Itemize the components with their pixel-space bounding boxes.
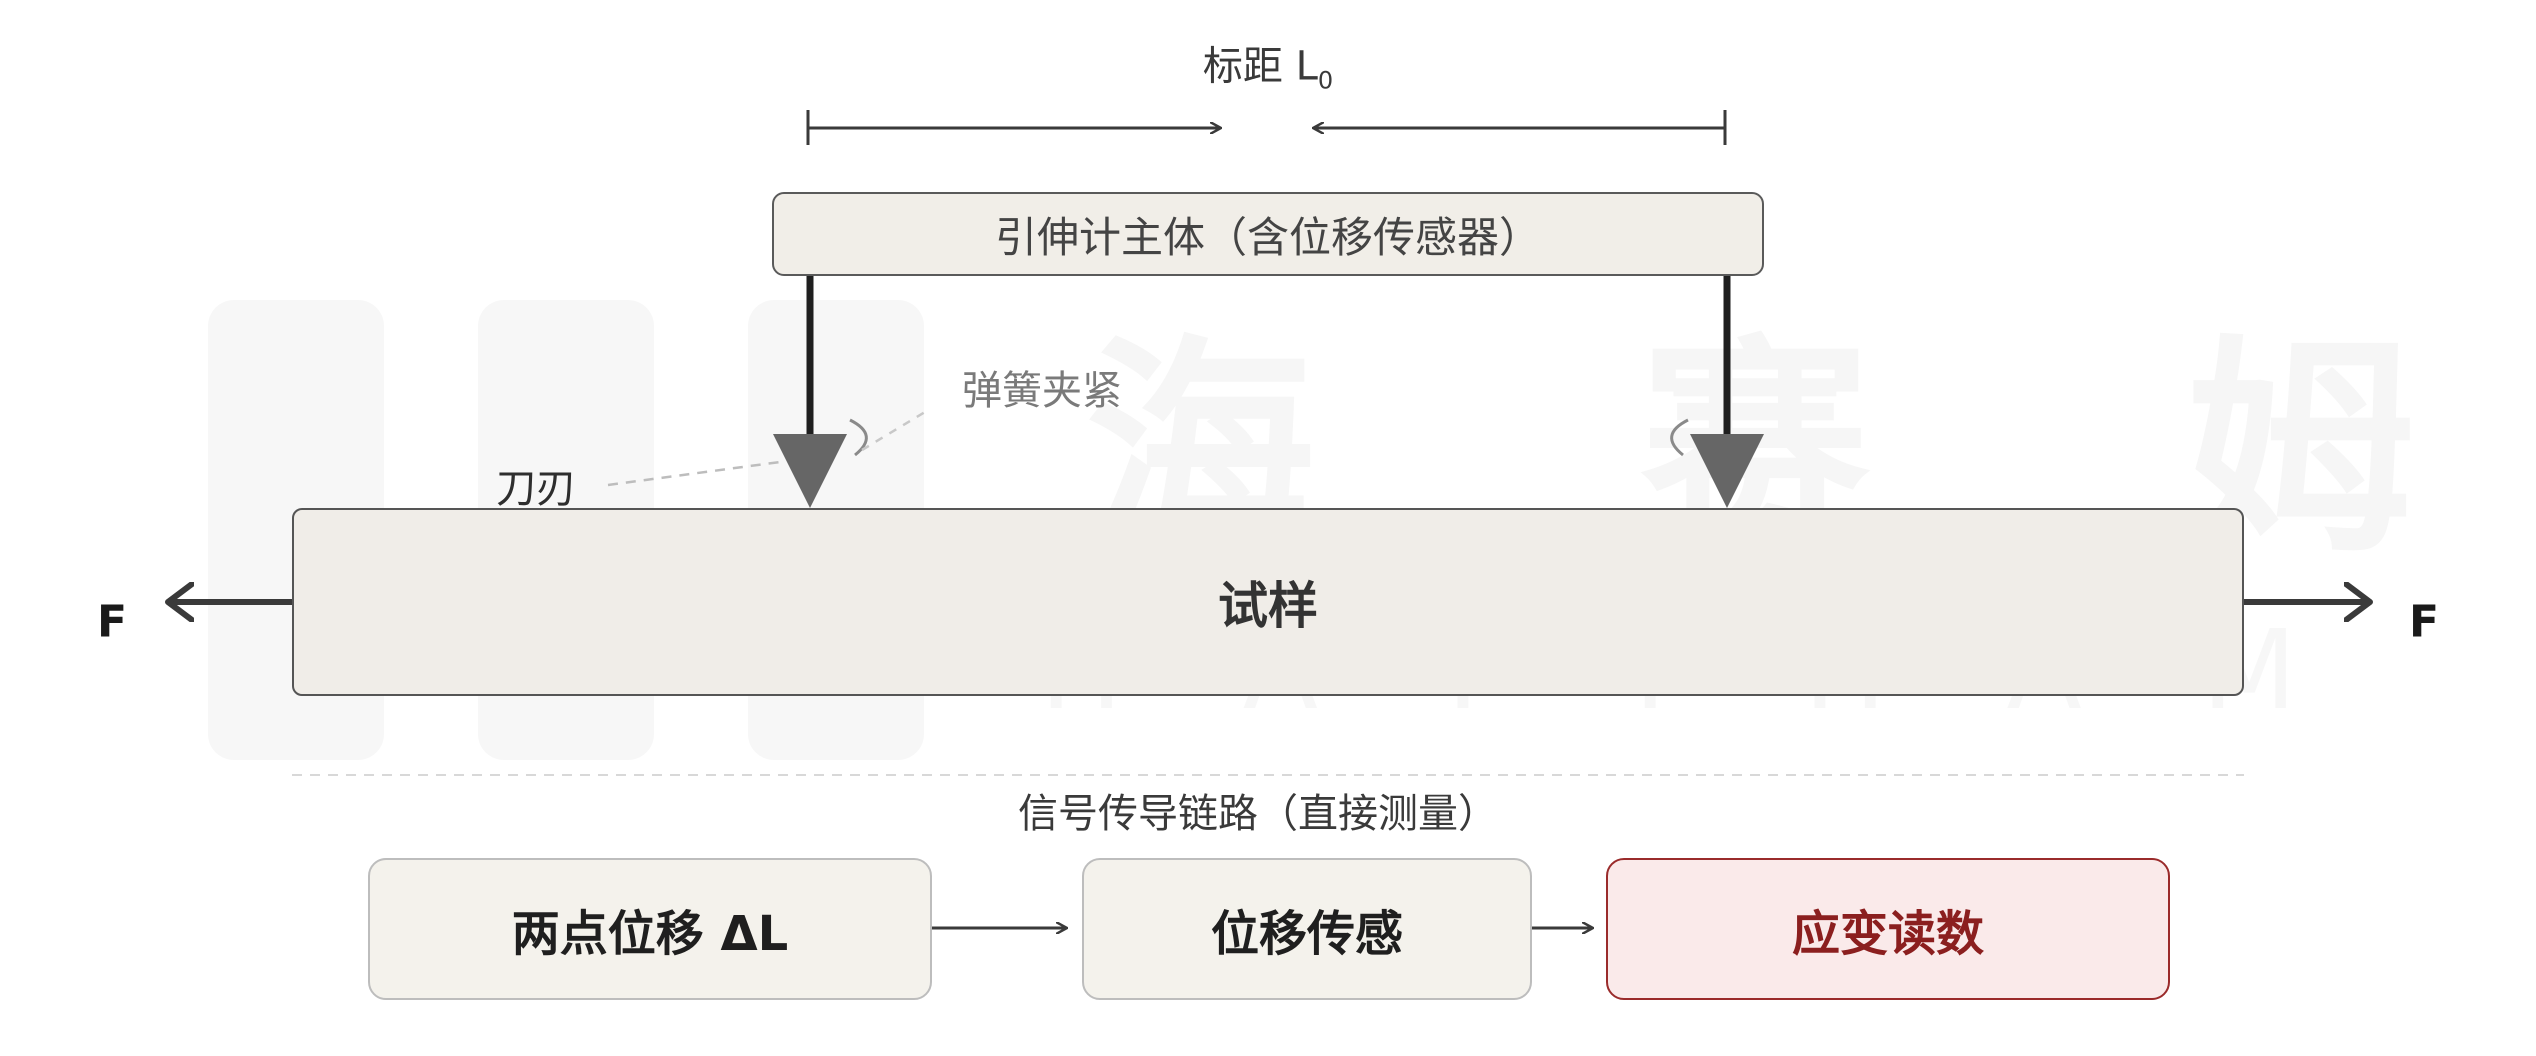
spring-leader	[861, 410, 926, 452]
chain-step-label: 位移传感	[1210, 906, 1403, 962]
force-label-left: F	[96, 596, 128, 648]
chain-step-label: 应变读数	[1791, 906, 1984, 962]
specimen: 试样	[292, 508, 2244, 696]
knife-leader	[607, 460, 781, 487]
specimen-label: 试样	[1218, 577, 1318, 635]
spring-clip-right	[1670, 418, 1689, 457]
spring-label: 弹簧夹紧	[962, 368, 1122, 414]
chain-title: 信号传导链路（直接测量）	[1018, 791, 1498, 837]
gauge-length-dimension	[806, 110, 1727, 145]
force-label-right: F	[2408, 596, 2440, 648]
gauge-length-text: 标距 L	[1202, 43, 1318, 90]
extensometer-body: 引伸计主体（含位移传感器）	[772, 192, 1764, 276]
knife-label: 刀刃	[496, 466, 576, 512]
extensometer-label: 引伸计主体（含位移传感器）	[994, 212, 1541, 262]
knife-edge-left	[773, 434, 847, 508]
chain-step-sensor: 位移传感	[1082, 858, 1532, 1000]
chain-step-label: 两点位移 ΔL	[511, 906, 789, 962]
spring-clip-left	[849, 418, 868, 457]
chain-step-displacement: 两点位移 ΔL	[368, 858, 932, 1000]
gauge-length-subscript: 0	[1317, 66, 1334, 95]
chain-step-strain-reading: 应变读数	[1606, 858, 2170, 1000]
knife-edge-right	[1690, 434, 1764, 508]
gauge-length-label: 标距 L0	[1203, 34, 1333, 95]
